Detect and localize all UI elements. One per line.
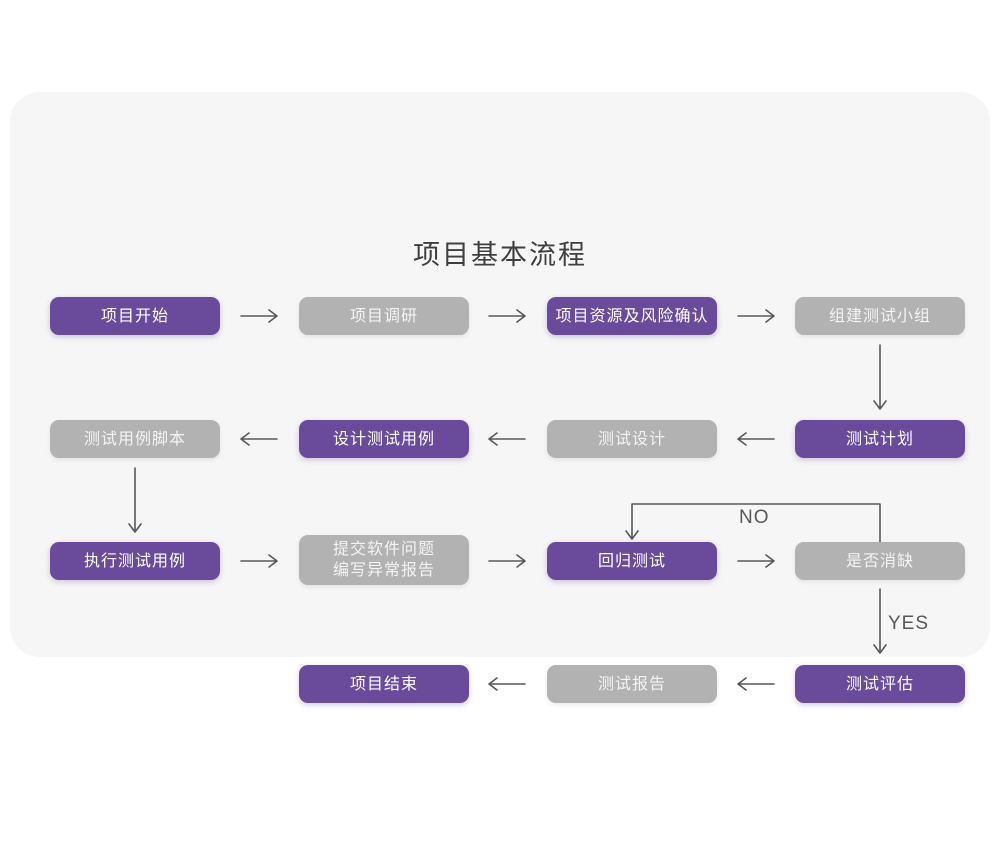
flow-node-design-test-cases: 设计测试用例 (299, 420, 469, 458)
vertical-down-arrows (128, 344, 887, 654)
edge-label-yes: YES (888, 613, 930, 634)
flow-node-regression-test: 回归测试 (547, 542, 717, 580)
flow-node-test-design: 测试设计 (547, 420, 717, 458)
flow-node-run-test-cases: 执行测试用例 (50, 542, 220, 580)
flow-node-test-report: 测试报告 (547, 665, 717, 703)
flow-node-resource-risk: 项目资源及风险确认 (547, 297, 717, 335)
arrow-right-icon (240, 309, 278, 323)
arrow-left-icon (240, 432, 278, 446)
arrow-left-icon (488, 432, 526, 446)
edge-label-no: NO (739, 507, 770, 528)
flow-node-test-plan: 测试计划 (795, 420, 965, 458)
page-title: 项目基本流程 (413, 240, 587, 270)
flowchart-card: 项目基本流程 (10, 92, 990, 703)
arrow-left-icon (737, 677, 775, 691)
arrow-right-icon (488, 309, 526, 323)
flow-node-test-case-script: 测试用例脚本 (50, 420, 220, 458)
flow-node-submit-issue-report: 提交软件问题 编写异常报告 (299, 535, 469, 585)
arrow-left-icon (737, 432, 775, 446)
flowchart-canvas: 项目基本流程 (10, 92, 990, 703)
flow-node-project-end: 项目结束 (299, 665, 469, 703)
flow-node-project-start: 项目开始 (50, 297, 220, 335)
arrow-down-icon (873, 588, 887, 654)
arrow-right-icon (488, 554, 526, 568)
flow-node-project-research: 项目调研 (299, 297, 469, 335)
flow-node-defect-cleared: 是否消缺 (795, 542, 965, 580)
arrow-down-icon (128, 467, 142, 533)
arrow-left-icon (488, 677, 526, 691)
flow-node-test-evaluation: 测试评估 (795, 665, 965, 703)
flow-connectors (128, 309, 887, 691)
arrow-right-icon (240, 554, 278, 568)
arrow-down-icon (873, 344, 887, 410)
arrow-right-icon (737, 309, 775, 323)
arrow-right-icon (737, 554, 775, 568)
flow-node-build-test-team: 组建测试小组 (795, 297, 965, 335)
